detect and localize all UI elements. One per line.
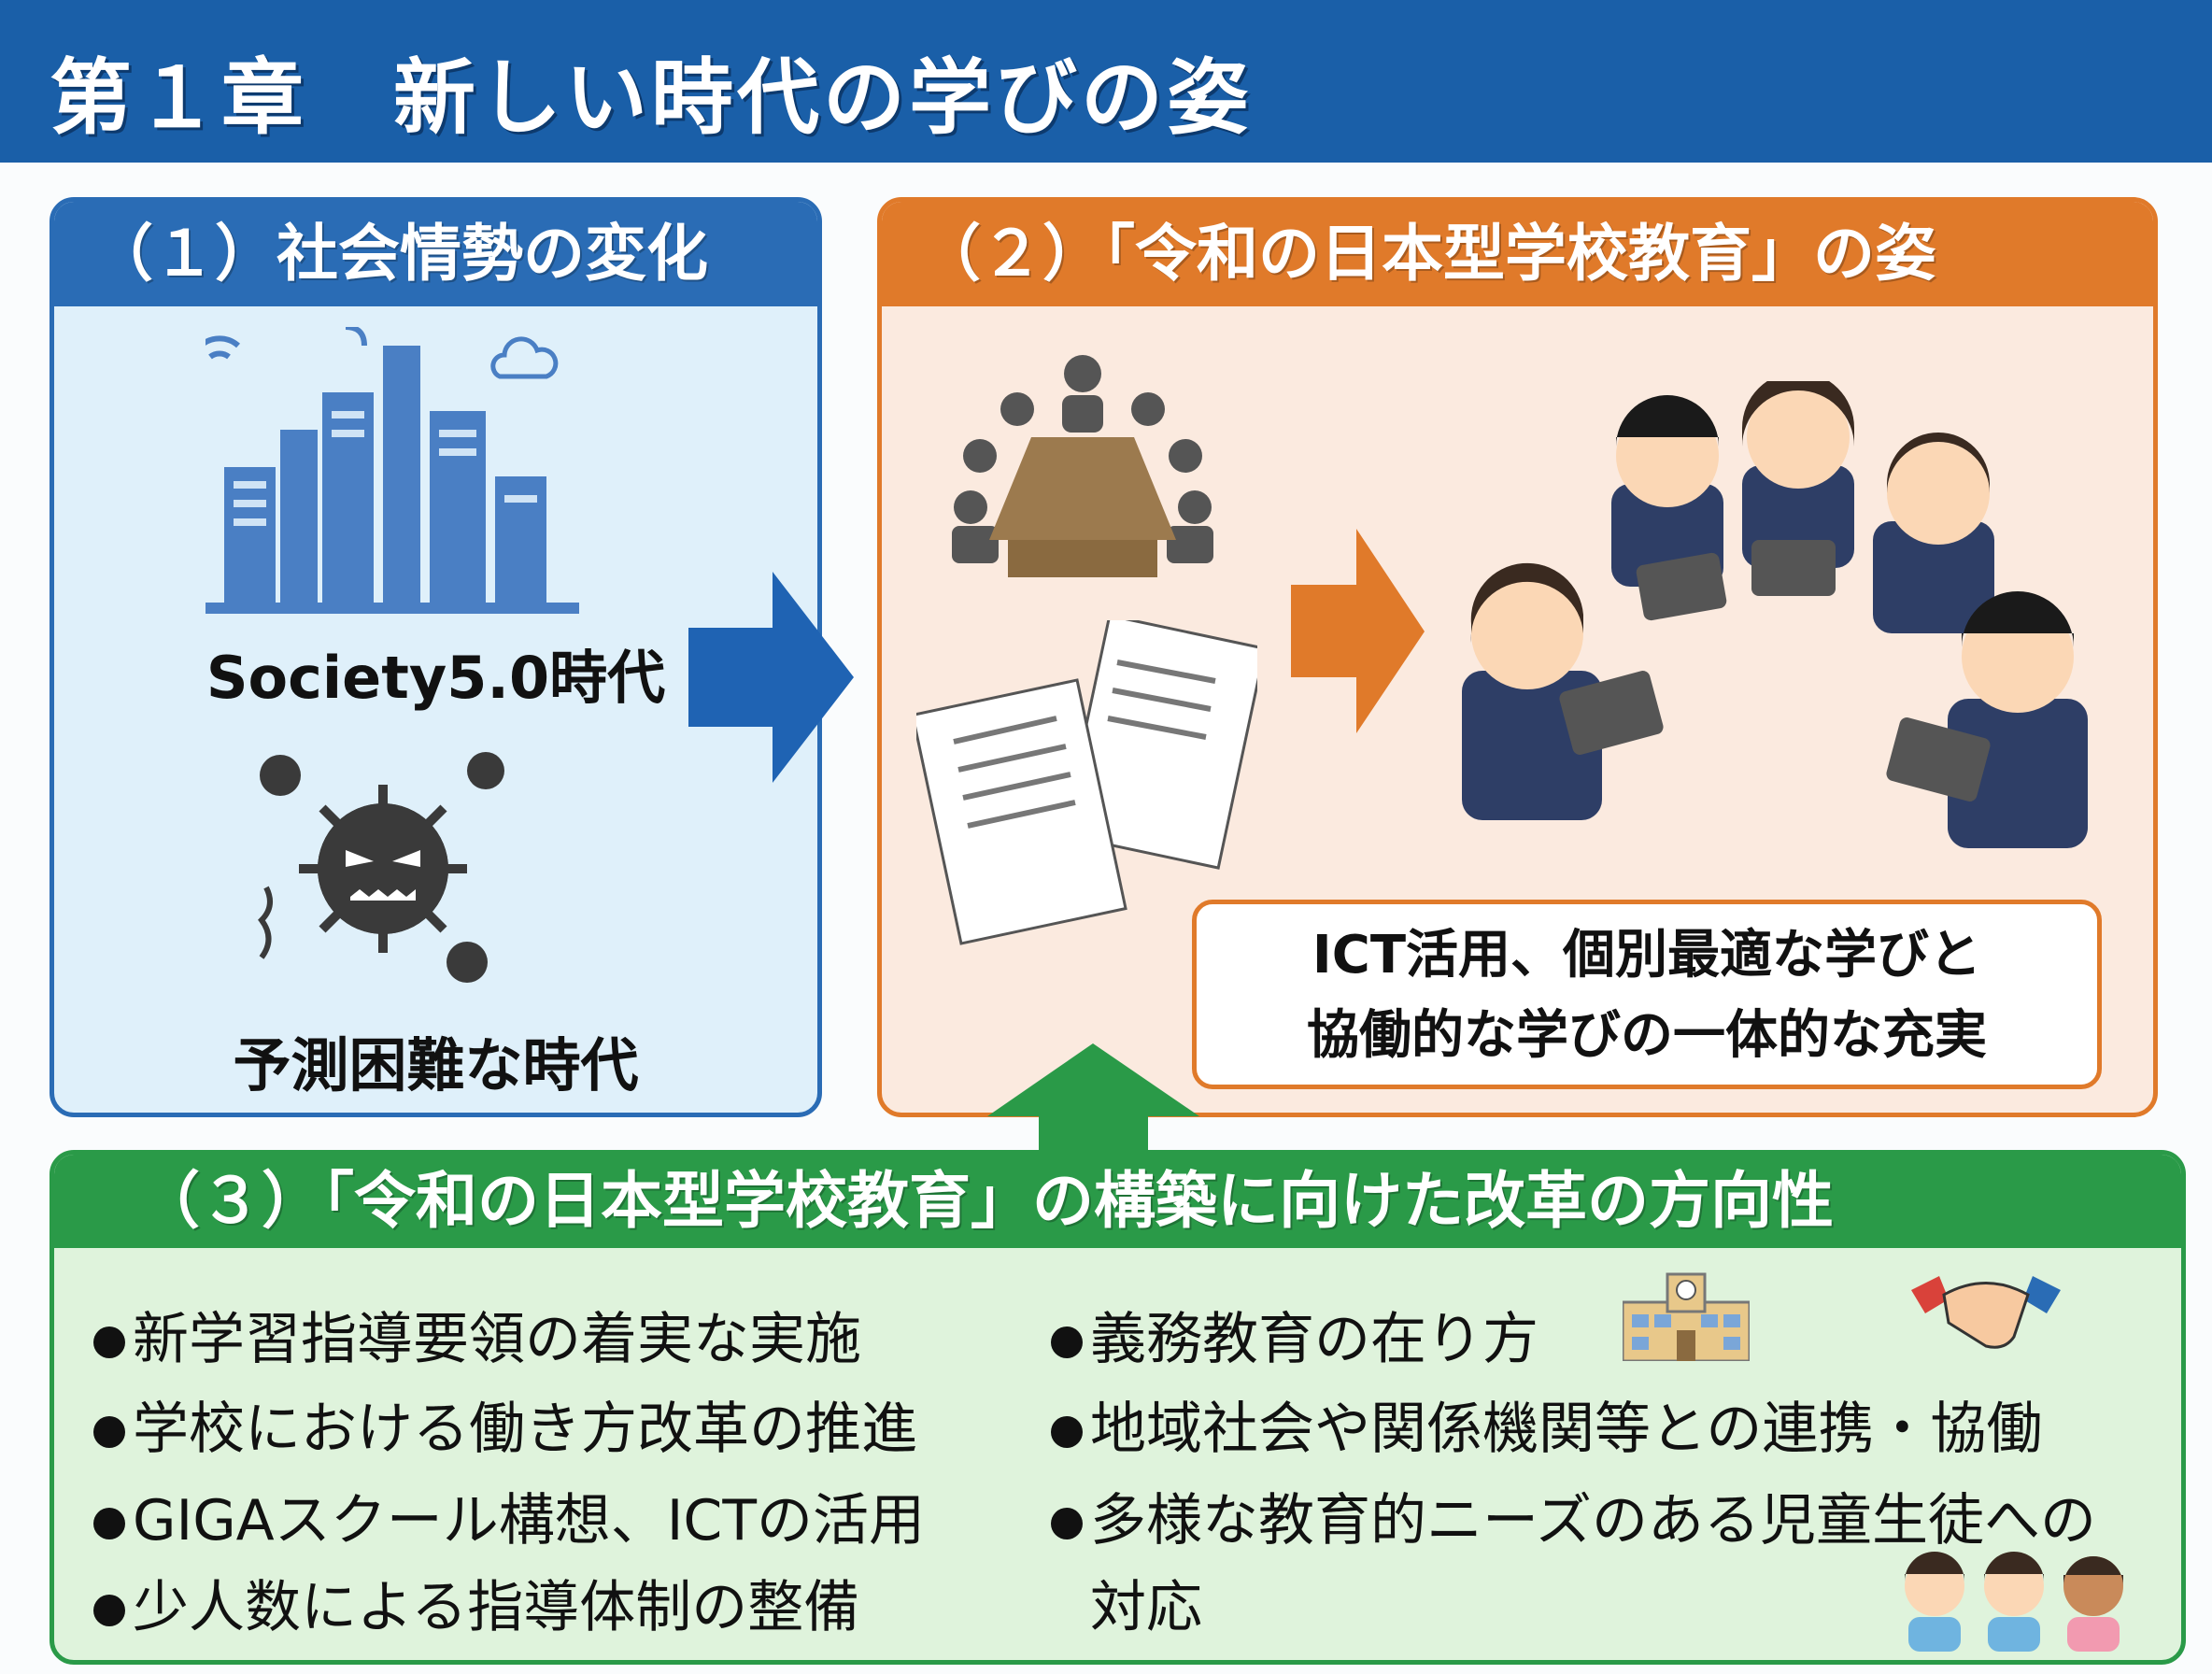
bullet-icon (93, 1326, 125, 1359)
page-title: 第１章 新しい時代の学びの姿 (50, 50, 1254, 146)
meeting-icon (952, 355, 1213, 577)
list-item: 多様な教育的ニーズのある児童生徒への (1051, 1475, 2096, 1556)
society-label: Society5.0時代 (206, 644, 666, 712)
right-arrow-icon (688, 572, 854, 783)
bullet-icon (1051, 1416, 1083, 1449)
list-item: 少人数による指導体制の整備 (93, 1562, 859, 1643)
section-2-title: （２）「令和の日本型学校教育」の姿 (882, 202, 2153, 306)
up-arrow-icon (987, 1043, 1199, 1154)
list-item: 学校における働き方改革の推進 (93, 1383, 917, 1465)
smart-city-icon (206, 327, 579, 614)
section-3-title: （３）「令和の日本型学校教育」の構築に向けた改革の方向性 (54, 1155, 2181, 1248)
bullet-icon (1051, 1508, 1083, 1540)
school-building-icon (1623, 1272, 1750, 1361)
list-item: GIGAスクール構想、ICTの活用 (93, 1475, 925, 1556)
highlight-line-1: ICT活用、個別最適な学びと (1312, 925, 1982, 986)
list-item-continuation: 対応 (1090, 1575, 1202, 1640)
bullet-icon (93, 1508, 125, 1540)
children-icon (1905, 1552, 2123, 1652)
bullet-icon (93, 1595, 125, 1627)
unpredictable-label: 予測困難な時代 (233, 1031, 639, 1099)
highlight-box: ICT活用、個別最適な学びと 協働的な学びの一体的な充実 (1192, 900, 2102, 1089)
section-reform-direction: （３）「令和の日本型学校教育」の構築に向けた改革の方向性 (50, 1150, 2186, 1665)
virus-icon (258, 752, 504, 983)
highlight-line-2: 協働的な学びの一体的な充実 (1307, 1005, 1987, 1066)
right-arrow-icon (1291, 529, 1425, 733)
section-1-title: （１）社会情勢の変化 (54, 202, 817, 306)
bullet-icon (93, 1416, 125, 1449)
header-bar: 第１章 新しい時代の学びの姿 (0, 0, 2212, 163)
documents-icon (916, 620, 1257, 945)
list-item: 地域社会や関係機関等との連携・協働 (1051, 1383, 2042, 1465)
list-item: 義務教育の在り方 (1051, 1294, 1538, 1375)
bullet-icon (1051, 1326, 1083, 1359)
list-item: 新学習指導要領の着実な実施 (93, 1294, 861, 1375)
students-with-tablets-illustration (1462, 381, 2088, 848)
handshake-icon (1911, 1276, 2061, 1349)
